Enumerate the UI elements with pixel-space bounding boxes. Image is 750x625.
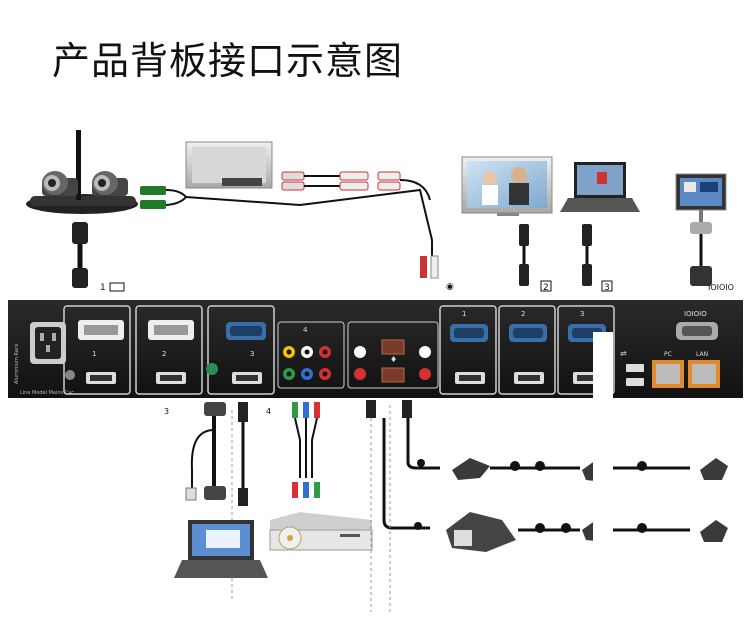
component-cables xyxy=(292,402,320,498)
display-cable-1 xyxy=(519,224,529,286)
usb-ports: ⇌ xyxy=(620,349,644,386)
input-3-group: 3 xyxy=(206,305,275,395)
video-monitor xyxy=(461,156,553,216)
output-1-group: 1 xyxy=(439,305,497,395)
ground-screw xyxy=(65,370,75,380)
tv-monitor xyxy=(185,141,273,189)
serial-port-group: IOIOIO xyxy=(676,310,718,340)
side-text-1: Aluminium Rack xyxy=(14,343,20,384)
camera-right xyxy=(92,171,128,196)
camera-cable xyxy=(72,222,88,288)
display-out-3-label: 3 xyxy=(604,283,610,293)
green-plug-cable xyxy=(140,186,433,270)
serial-top-label: IOIOIO xyxy=(708,283,734,292)
input-3-label: 3 xyxy=(250,350,254,358)
component-group: 4 xyxy=(277,321,345,389)
audio-group: ♦ xyxy=(347,321,439,389)
output-2-label: 2 xyxy=(521,310,525,318)
input-1-group: 1 xyxy=(63,305,131,395)
rca-cables xyxy=(281,171,439,279)
output-3-label: 3 xyxy=(580,310,584,318)
camera-pair xyxy=(26,130,138,214)
mic-chain-lower xyxy=(414,512,728,552)
network-ports: PC LAN xyxy=(652,351,720,388)
out-3-box xyxy=(601,280,613,292)
camera-left xyxy=(42,171,78,196)
pc-port-label: PC xyxy=(664,351,672,358)
display-out-2-label: 2 xyxy=(543,283,549,293)
mic-icon: ♦ xyxy=(390,355,397,364)
mic-chain-upper xyxy=(417,458,728,482)
lan-port-label: LAN xyxy=(696,351,708,358)
bottom-laptop xyxy=(174,520,268,578)
serial-cable xyxy=(690,210,712,286)
out-2-box xyxy=(540,280,552,292)
power-inlet xyxy=(30,322,66,364)
serial-port-label: IOIOIO xyxy=(684,310,707,318)
control-terminal xyxy=(675,173,727,211)
input-1-label: 1 xyxy=(92,350,96,358)
laptop-cables xyxy=(185,402,248,600)
camera-input-label: 1 xyxy=(100,283,106,293)
audio-in-icon: ◉ xyxy=(446,282,454,292)
rear-panel: Aluminium Rack Line Model Mains Cyc. 1 2 xyxy=(8,300,743,398)
svg-text:⇌: ⇌ xyxy=(620,349,627,358)
page-title: 产品背板接口示意图 xyxy=(52,39,404,83)
output-1-label: 1 xyxy=(462,310,466,318)
laptop-top xyxy=(560,162,640,212)
side-text-2: Line Model Mains Cyc. xyxy=(20,390,76,396)
bottom-component-label: 4 xyxy=(266,407,271,416)
output-2-group: 2 xyxy=(498,305,556,395)
input-2-group: 2 xyxy=(135,305,203,395)
mask-strip xyxy=(593,332,613,612)
dvd-player xyxy=(269,512,373,551)
audio-port-green xyxy=(206,363,218,375)
component-label: 4 xyxy=(303,326,308,334)
hdmi-input-icon xyxy=(109,282,125,292)
display-cable-2 xyxy=(582,224,592,286)
input-2-label: 2 xyxy=(162,350,166,358)
mic-cables xyxy=(366,400,440,612)
bottom-vga-label: 3 xyxy=(164,407,169,416)
